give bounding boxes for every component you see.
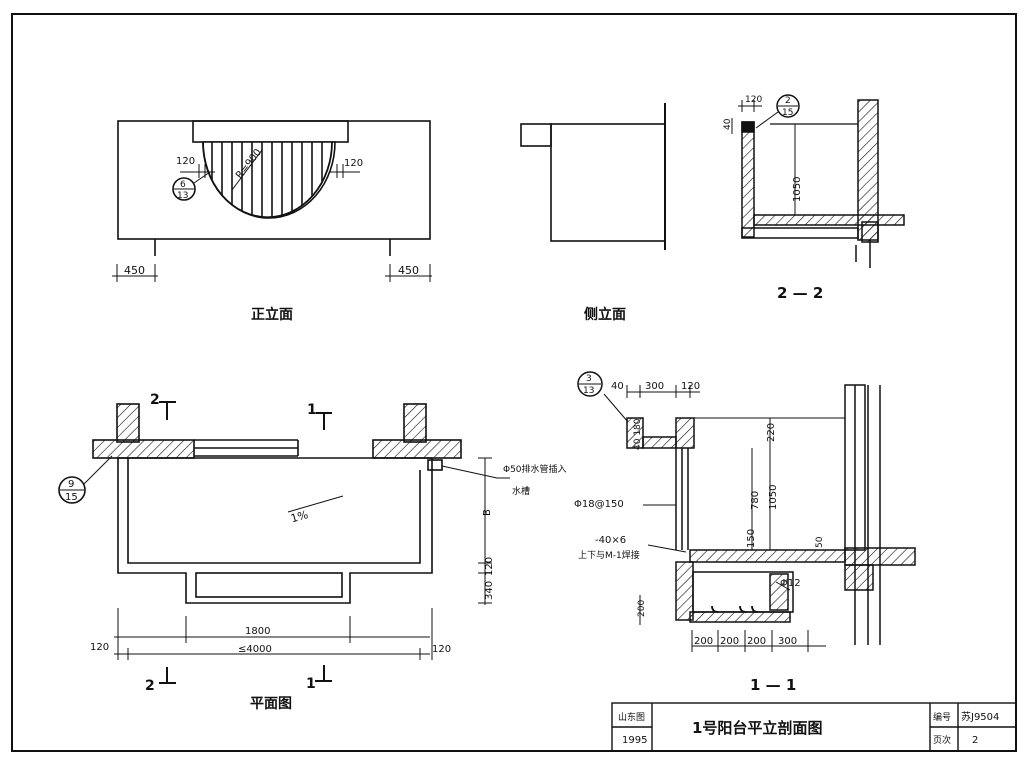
plan-drain-note-2: 水槽 (512, 485, 530, 497)
sheet-border (11, 13, 1017, 752)
plan-ref-den: 15 (65, 492, 78, 503)
side-elevation (520, 103, 666, 250)
s11-plate-1: -40×6 (595, 535, 626, 546)
front-dim-450-right: 450 (398, 264, 419, 277)
s11-dim-780: 780 (750, 491, 761, 510)
plan-mark-1-bottom: 1 (306, 676, 316, 692)
s11-dim-b1: 200 (694, 636, 713, 647)
plan-title: 平面图 (250, 696, 292, 712)
front-elevation-title: 正立面 (251, 306, 293, 323)
title-block (611, 702, 1017, 752)
title-block-drawing-title: 1号阳台平立剖面图 (692, 719, 822, 737)
title-block-page: 2 (972, 735, 978, 746)
s22-dim-40: 40 (723, 118, 733, 130)
title-block-std-label: 山东图 (618, 711, 645, 723)
s11-plate-2: 上下与M-1焊接 (578, 549, 640, 561)
section-1-1-title: 1 — 1 (750, 676, 796, 694)
section-1-1 (577, 371, 916, 652)
plan-slope: 1% (289, 508, 309, 525)
s11-dim-50: 50 (815, 536, 825, 548)
s22-dim-120: 120 (745, 95, 762, 105)
s11-dim-40-top: 40 (611, 381, 624, 392)
title-block-year: 1995 (622, 735, 647, 746)
front-ref-num: 6 (180, 180, 186, 190)
side-elevation-title: 侧立面 (584, 306, 626, 323)
s22-dim-1050: 1050 (792, 177, 803, 202)
s11-dim-300: 300 (645, 381, 664, 392)
s11-dim-b4: 300 (778, 636, 797, 647)
plan-dim-b: B (482, 509, 493, 516)
s11-dim-120: 120 (681, 381, 700, 392)
front-ref-den: 13 (177, 191, 188, 201)
s22-ref-num: 2 (785, 96, 791, 106)
plan-dim-4000: ≤4000 (238, 644, 272, 655)
front-dim-120-right: 120 (344, 158, 363, 169)
front-dim-120-left: 120 (176, 156, 195, 167)
s11-dim-b3: 200 (747, 636, 766, 647)
front-dim-450-left: 450 (124, 264, 145, 277)
section-2-2-title: 2 — 2 (777, 284, 823, 302)
plan-dim-340: 340 (484, 581, 495, 600)
s11-dim-150: 150 (746, 529, 757, 548)
plan-mark-2-top: 2 (150, 392, 160, 408)
plan-mark-1-top: 1 (307, 402, 317, 418)
s11-dim-200-v: 200 (637, 600, 647, 617)
s11-dim-1050: 1050 (768, 485, 779, 510)
s11-dim-220: 220 (766, 423, 777, 442)
plan-mark-2-bottom: 2 (145, 678, 155, 694)
plan-dim-1800: 1800 (245, 626, 270, 637)
s22-ref-den: 15 (782, 108, 793, 118)
title-block-code: 苏J9504 (961, 710, 999, 723)
s11-dim-40-180: 40 180 (633, 418, 643, 450)
plan-ref-num: 9 (68, 479, 74, 490)
s11-ref-num: 3 (586, 374, 592, 384)
plan-dim-120-right: 120 (432, 644, 451, 655)
front-elevation (112, 120, 432, 282)
plan-drain-note-1: Φ50排水管插入 (503, 463, 567, 475)
title-block-no-label: 编号 (933, 711, 951, 723)
s11-dim-b2: 200 (720, 636, 739, 647)
s11-phi12: Φ12 (780, 578, 801, 589)
title-block-page-label: 页次 (933, 734, 951, 746)
plan-dim-v120: 120 (484, 557, 495, 576)
s11-ref-den: 13 (583, 386, 594, 396)
s11-rebar: Φ18@150 (574, 499, 624, 510)
plan-view (58, 401, 510, 684)
plan-dim-120-left: 120 (90, 642, 109, 653)
section-2-2 (731, 94, 905, 268)
